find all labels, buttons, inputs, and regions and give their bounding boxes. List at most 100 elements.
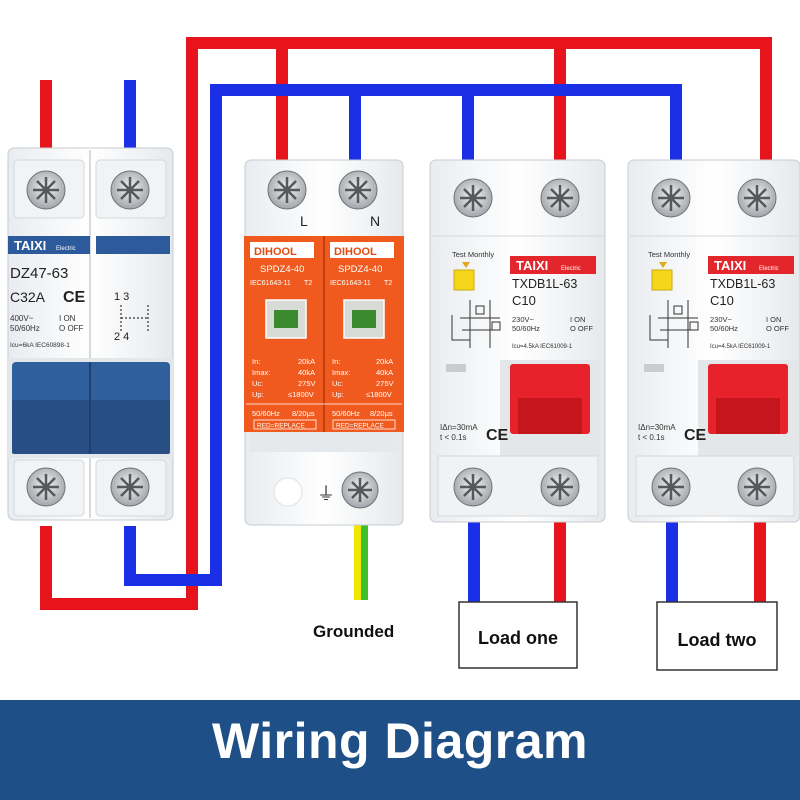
spd-screw-l [267,170,307,210]
mcb-rating: C32A [10,289,46,305]
spd-brand-right: DIHOOL [334,246,377,258]
rcbo1-test-button[interactable] [453,269,475,291]
rcbo2-test-label: Test Monthly [648,250,690,259]
spd-spec-value: ≤1800V [366,390,392,399]
rcbo1-screw-top-right [540,178,580,218]
spd-wave-left: 8/20μs [292,409,315,418]
rcbo2-rating: C10 [710,293,734,308]
spd-spec-value: 20kA [298,357,315,366]
rcbo2-voltage: 230V~ [710,315,733,324]
spd-spec-key: Uc: [252,379,263,388]
rcbo2-model: TXDB1L-63 [710,277,775,291]
spd-label-l: L [300,213,308,229]
load-two-label: Load two [678,630,757,650]
rcbo2-screw-top-left [651,178,691,218]
spd-spec-value: 40kA [376,368,393,377]
rcbo1-brand: TAIXI [516,258,548,273]
rcbo1-circuit-symbol [451,300,501,348]
rcbo2-time: t < 0.1s [638,433,664,442]
rcbo-breaker-one: Test Monthly TAIXI Electric TXDB1L-63 C1… [429,159,606,523]
rcbo2-on-label: I ON [766,315,781,324]
rcbo2-test-button[interactable] [651,269,673,291]
spd-replace-left: RED=REPLACE [257,423,306,430]
rcbo2-ce-mark: CE [684,427,707,444]
mcb-brand: TAIXI [14,238,46,253]
load-one-label: Load one [478,628,558,648]
mcb-spec: Icu=6kA IEC60898-1 [10,342,70,349]
rcbo2-idn: IΔn=30mA [638,423,676,432]
spd-spec-key: Up: [252,390,264,399]
mcb-model: DZ47-63 [10,265,68,282]
mcb-screw-top-left [26,170,66,210]
spd-spec-key: Imax: [252,368,270,377]
mcb-breaker: TAIXI Electric DZ47-63 C32A CE 400V~ 50/… [7,147,174,521]
spd-spec-value: 275V [298,379,316,388]
rcbo1-test-label: Test Monthly [452,250,494,259]
rcbo2-screw-top-right [737,178,777,218]
spd-freq-left: 50/60Hz [252,409,280,418]
spd-spec-value: 20kA [376,357,393,366]
mcb-voltage: 400V~ [10,314,34,323]
rcbo1-brand-sub: Electric [561,266,581,272]
load-two-box [656,601,778,671]
rcbo1-spec: Icu=4.5kA IEC61009-1 [512,344,573,350]
ground-wire-green [361,520,368,600]
spd-freq-right: 50/60Hz [332,409,360,418]
rcbo2-off-label: O OFF [766,324,789,333]
spd-replace-right: RED=REPLACE [336,423,385,430]
spd-spec-key: Uc: [332,379,343,388]
spd-model-left: SPDZ4-40 [260,264,304,275]
mcb-brand-sub: Electric [56,246,76,252]
rcbo1-off-label: O OFF [570,324,593,333]
rcbo1-ce-mark: CE [486,427,509,444]
rcbo2-freq: 50/60Hz [710,324,738,333]
spd-blank-hole [273,477,303,507]
spd-type-right: T2 [384,280,392,287]
spd-brand-left: DIHOOL [254,246,297,258]
wires [40,37,772,610]
rcbo2-brand-sub: Electric [759,266,779,272]
spd-standard-right: IEC61643-11 [330,280,371,287]
spd-wave-right: 8/20μs [370,409,393,418]
spd-label-n: N [370,213,380,229]
rcbo1-voltage: 230V~ [512,315,535,324]
spd-spec-value: 40kA [298,368,315,377]
neutral-wire-bus [124,84,682,586]
spd-standard-left: IEC61643-11 [250,280,291,287]
mcb-pole-labels-bottom: 2 4 [114,331,129,343]
live-wire-bus [40,37,772,610]
rcbo2-spec: Icu=4.5kA IEC61009-1 [710,344,771,350]
rcbo2-brand: TAIXI [714,258,746,273]
spd-specs-right: In: 20kA Imax: 40kA Uc: 275V Up: ≤1800V [332,357,394,399]
rcbo1-screw-bottom-right [540,467,580,507]
mcb-on-label: I ON [59,314,76,323]
spd-type-left: T2 [304,280,312,287]
mcb-screw-bottom-left [26,467,66,507]
spd-spec-key: Up: [332,390,344,399]
banner-title: Wiring Diagram [211,713,589,769]
spd-surge-protector: L N DIHOOL DIHOOL SPDZ4-40 SPDZ4-40 IEC6… [244,159,404,526]
rcbo-breaker-two: Test Monthly TAIXI Electric TXDB1L-63 C1… [627,159,800,523]
rcbo1-time: t < 0.1s [440,433,466,442]
rcbo1-screw-bottom-left [453,467,493,507]
mcb-circuit-symbol [120,305,149,333]
spd-specs-left: In: 20kA Imax: 40kA Uc: 275V Up: ≤1800V [252,357,316,399]
rcbo1-rating: C10 [512,293,536,308]
spd-screw-ground [341,471,379,509]
spd-model-right: SPDZ4-40 [338,264,382,275]
rcbo2-screw-bottom-left [651,467,691,507]
spd-spec-key: In: [252,357,260,366]
rcbo1-idn: IΔn=30mA [440,423,478,432]
rcbo1-model: TXDB1L-63 [512,277,577,291]
spd-spec-value: 275V [376,379,394,388]
spd-ground-symbol: ⏚ [317,484,335,504]
mcb-off-label: O OFF [59,324,84,333]
grounded-label: Grounded [313,622,394,641]
mcb-pole-labels: 1 3 [114,291,129,303]
rcbo1-screw-top-left [453,178,493,218]
rcbo1-on-label: I ON [570,315,585,324]
ground-wire-yellow [354,520,361,600]
spd-spec-key: Imax: [332,368,350,377]
rcbo1-freq: 50/60Hz [512,324,540,333]
